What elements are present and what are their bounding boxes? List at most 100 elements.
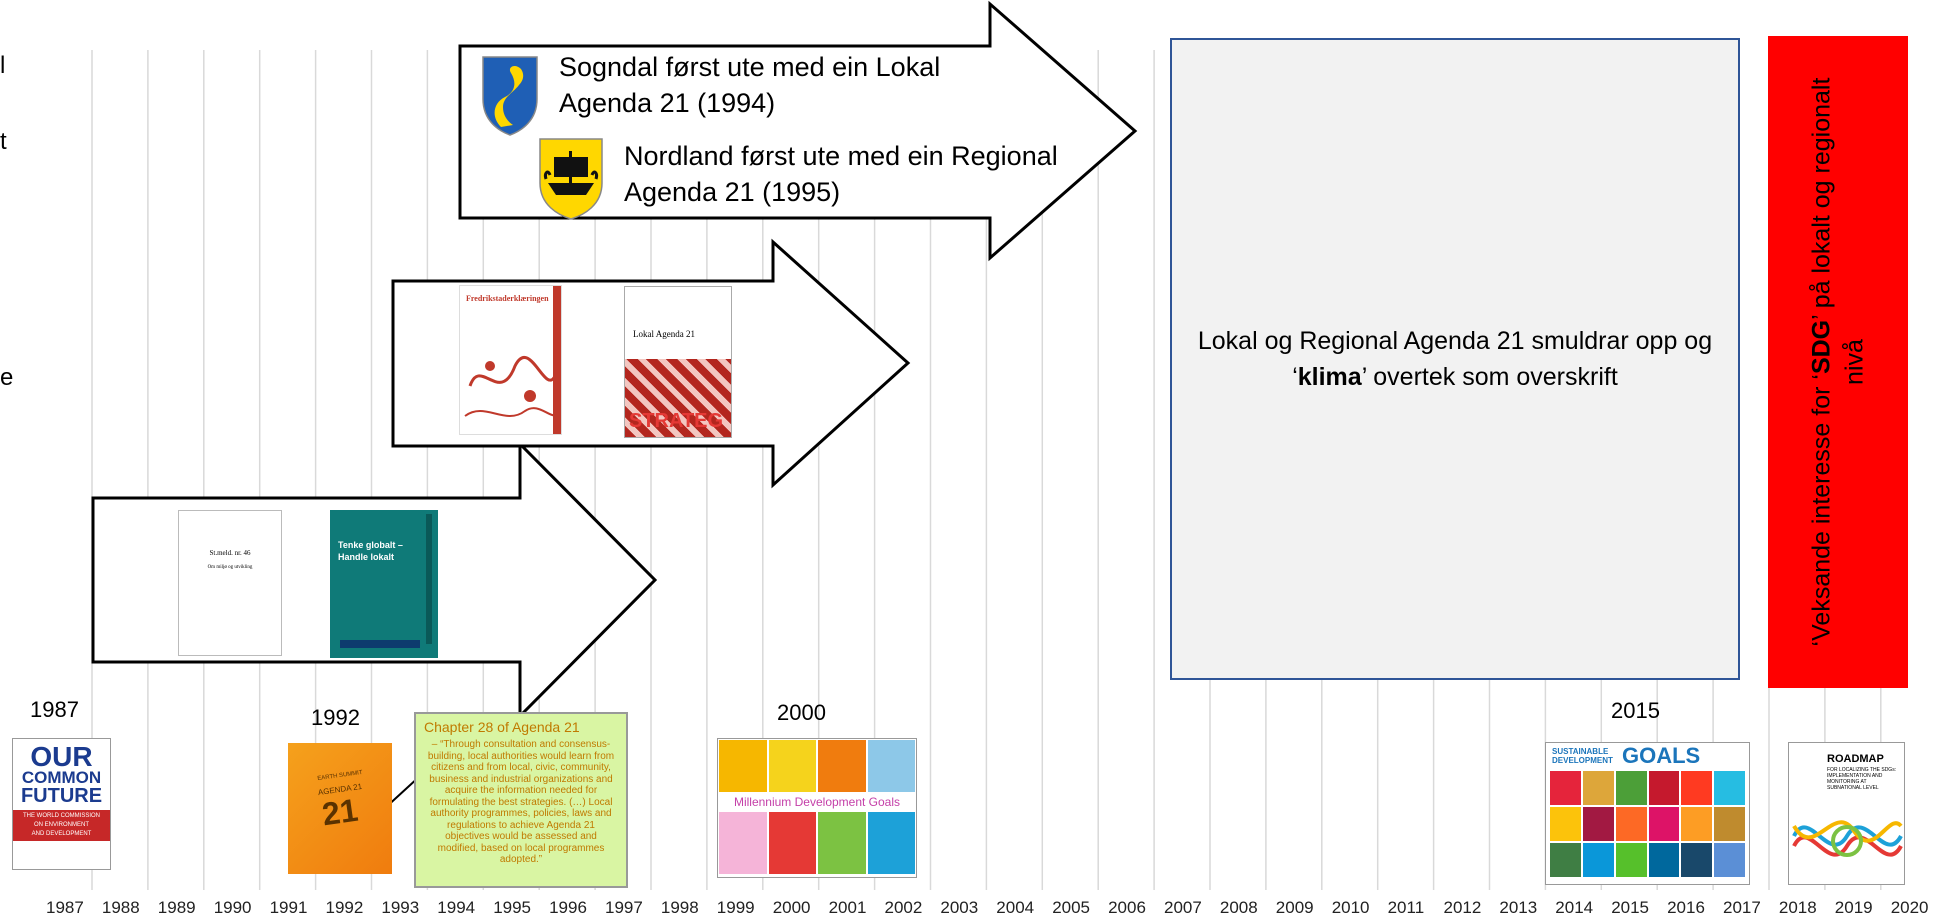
our-common-future-cover: OUR COMMON FUTURE THE WORLD COMMISSION O… [12,738,111,870]
edge-text-fragment: l [0,52,6,79]
roadmap-illustration [1792,820,1903,857]
axis-year-label: 2010 [1331,898,1370,917]
nordland-callout: Nordland først ute med ein Regional Agen… [624,141,1058,207]
sogndal-callout: Sogndal først ute med ein Lokal Agenda 2… [559,52,941,118]
sdg-goal-tile [1648,771,1680,805]
axis-year-label: 2008 [1219,898,1258,917]
ocf-sub2: ON ENVIRONMENT [33,822,89,828]
sdg-goal-tile [1615,807,1647,841]
fredrikstad-cover: Fredrikstaderklæringen [459,285,562,435]
axis-year-label: 1990 [213,898,252,917]
sdg-text-pre: ‘Veksande interesse for ‘ [1807,374,1836,647]
tema-globalt-cover: Tenke globalt – Handle lokalt [330,510,438,658]
axis-year-label: 1996 [549,898,587,917]
axis-year-label: 1989 [157,898,196,917]
sdg-cover: SUSTAINABLE DEVELOPMENT GOALS [1545,742,1750,885]
axis-year-label: 2009 [1275,898,1314,917]
sdg-goal-tile [1648,807,1680,841]
tema-title-2: Handle lokalt [338,552,395,562]
sdg-goal-tile [1714,807,1745,841]
ocf-sub1: THE WORLD COMMISSION [22,813,100,819]
axis-year-label: 2004 [996,898,1035,917]
axis-year-label: 2019 [1834,898,1873,917]
sdg-goal-tile [1582,807,1614,841]
sdg-goal-grid [1546,769,1749,879]
klima-text-post: ’ overtek som overskrift [1361,363,1618,391]
ocf-line3: FUTURE [20,785,103,807]
sdg-goal-tile [1582,843,1614,877]
axis-year-label: 1994 [437,898,476,917]
axis-year-label: 2000 [772,898,811,917]
roadmap-cover: ROADMAP FOR LOCALIZING THE SDGs: IMPLEME… [1788,742,1905,885]
year-label-2000: 2000 [777,700,826,725]
chapter-28-quote: – “Through consultation and consensus-bu… [427,739,615,865]
klima-box: Lokal og Regional Agenda 21 smuldrar opp… [1170,38,1740,680]
axis-year-label: 2018 [1778,898,1817,917]
sdg-goal-tile [1550,771,1581,805]
fredrikstad-illustration [464,356,561,417]
axis-year-label: 1987 [46,898,84,917]
sdg-goal-tile [1550,807,1581,841]
sdg-text-bold: SDG [1807,319,1836,375]
year-label-2015: 2015 [1611,698,1660,723]
edge-text-fragment: e [0,364,14,391]
roadmap-subtitle: FOR LOCALIZING THE SDGs: IMPLEMENTATION … [1827,767,1897,791]
arrow-phase-3 [458,0,1138,262]
axis-year-label: 2020 [1890,898,1929,917]
lokal-agenda-art: STRATEG [629,410,724,432]
lokal-agenda-title: Lokal Agenda 21 [633,329,695,339]
sdg-goal-tile [1714,843,1745,877]
ocf-subtitle: THE WORLD COMMISSION ON ENVIRONMENT AND … [13,810,110,841]
sdg-goal-tile [1681,843,1713,877]
axis-year-label: 1993 [381,898,420,917]
sdg-interest-text: ‘Veksande interesse for ‘SDG’ på lokalt … [1806,62,1871,662]
stmeld-title: St.meld. nr. 46 [209,549,251,557]
mdg-cover: Millennium Development Goals [717,738,917,878]
agenda21-cover: EARTH SUMMIT AGENDA 21 21 [288,743,392,874]
sdg-title: SUSTAINABLE DEVELOPMENT [1552,747,1613,765]
axis-year-label: 2006 [1108,898,1146,917]
sdg-goal-tile [1550,843,1581,877]
ocf-sub3: AND DEVELOPMENT [31,831,92,837]
chapter-28-title: Chapter 28 of Agenda 21 [424,719,580,735]
stmeld-cover: St.meld. nr. 46 Om miljø og utvikling [178,510,282,656]
axis-year-label: 2002 [884,898,923,917]
nordland-coat-of-arms-icon [539,138,603,220]
axis-year-label: 1992 [325,898,364,917]
sdg-goal-tile [1582,771,1614,805]
axis-year-label: 2005 [1052,898,1091,917]
sdg-goal-tile [1681,807,1713,841]
sdg-goal-tile [1714,771,1745,805]
stmeld-subtitle: Om miljø og utvikling [207,565,253,570]
axis-year-label: 2007 [1164,898,1202,917]
axis-year-label: 1991 [269,898,308,917]
axis-year-label: 2001 [828,898,867,917]
axis-year-label: 1999 [716,898,755,917]
mdg-banner: Millennium Development Goals [718,793,916,811]
sdg-goal-tile [1648,843,1680,877]
year-label-1987: 1987 [30,697,79,722]
klima-text-pre: Lokal og Regional Agenda 21 smuldrar opp… [1197,326,1713,391]
axis-year-label: 2015 [1611,898,1650,917]
fredrikstad-title: Fredrikstaderklæringen [466,294,549,303]
lokal-agenda-cover: Lokal Agenda 21 STRATEG [624,286,732,438]
axis-year-label: 2016 [1667,898,1705,917]
sdg-goal-tile [1615,771,1647,805]
axis-year-label: 1995 [493,898,532,917]
axis-year-label: 1998 [660,898,699,917]
klima-text-bold: klima [1297,363,1362,391]
sdg-interest-box [1768,36,1908,688]
edge-text-fragment: t [0,128,7,155]
tema-title-1: Tenke globalt – [338,540,403,550]
axis-year-label: 2017 [1723,898,1761,917]
axis-year-label: 1988 [101,898,140,917]
axis-year-label: 2014 [1555,898,1594,917]
axis-year-label: 2013 [1499,898,1538,917]
axis-year-label: 2011 [1387,898,1425,917]
roadmap-title: ROADMAP [1827,753,1884,765]
sdg-goals: GOALS [1622,743,1701,768]
axis-year-label: 2003 [940,898,979,917]
axis-year-label: 2012 [1443,898,1482,917]
sdg-goal-tile [1615,843,1647,877]
